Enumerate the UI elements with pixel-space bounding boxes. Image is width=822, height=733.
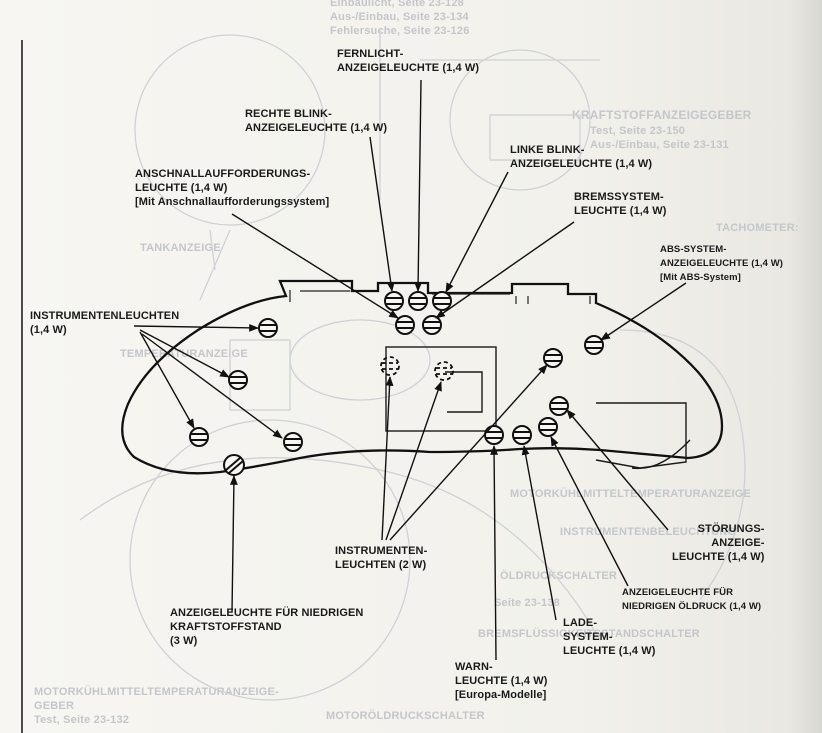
bulb: [408, 291, 428, 311]
bulb: [380, 356, 400, 376]
bulb: [432, 291, 452, 311]
bulb: [484, 425, 504, 445]
ghost-text: Seite 23-138: [494, 597, 560, 609]
bulbs: [189, 291, 604, 476]
cluster-housing: [121, 279, 724, 475]
label-instrumentenleuchten-center: INSTRUMENTEN-LEUCHTEN (2 W): [335, 545, 428, 571]
ghost-text: TEMPERATURANZEIGE: [120, 348, 248, 360]
label-abs: ABS-SYSTEM-ANZEIGELEUCHTE (1,4 W)[Mit AB…: [660, 244, 784, 283]
ghost-text: Test, Seite 23-150: [590, 125, 686, 137]
leader-lines: [133, 79, 687, 661]
bulb: [223, 454, 245, 476]
bulb: [434, 361, 454, 381]
ghost-text: TACHOMETER:: [716, 222, 799, 234]
bulb: [538, 417, 558, 437]
bulb: [584, 335, 604, 355]
label-stoerung: STÖRUNGS-ANZEIGE-LEUCHTE (1,4 W): [672, 523, 765, 563]
bulb: [258, 318, 278, 338]
bulb: [543, 348, 563, 368]
ghost-text: ÖLDRUCKSCHALTER: [500, 570, 618, 582]
label-linke-blink: LINKE BLINK-ANZEIGELEUCHTE (1,4 W): [510, 144, 653, 170]
ghost-text: MOTORÖLDRUCKSCHALTER: [326, 710, 485, 722]
ghost-drawing: [79, 30, 746, 701]
label-warn: WARN-LEUCHTE (1,4 W)[Europa-Modelle]: [455, 661, 548, 701]
bulb: [512, 425, 532, 445]
label-anschnall: ANSCHNALLAUFFORDERUNGS-LEUCHTE (1,4 W)[M…: [135, 168, 330, 208]
bulb: [228, 370, 248, 390]
ghost-text: INSTRUMENTENBELEUCHTUNG: [560, 526, 737, 538]
label-fernlicht: FERNLICHT-ANZEIGELEUCHTE (1,4 W): [337, 48, 480, 74]
ghost-text: BREMSFLÜSSIGKEITSSTANDSCHALTER: [478, 628, 700, 640]
ghost-text: Einbaulicht, Seite 23-128: [330, 0, 464, 9]
label-lade: LADE-SYSTEM-LEUCHTE (1,4 W): [563, 617, 656, 657]
ghost-text: Fehlersuche, Seite 23-126: [330, 25, 470, 37]
ghost-text: Aus-/Einbau, Seite 23-131: [590, 139, 729, 151]
bulb: [395, 315, 415, 335]
ghost-text: Test, Seite 23-132: [34, 714, 130, 726]
bulb: [283, 432, 303, 452]
bulb: [384, 291, 404, 311]
label-bremssystem: BREMSSYSTEM-LEUCHTE (1,4 W): [574, 191, 667, 217]
label-rechte-blink: RECHTE BLINK-ANZEIGELEUCHTE (1,4 W): [245, 108, 388, 134]
ghost-text: Aus-/Einbau, Seite 23-134: [330, 11, 469, 23]
ghost-text: KRAFTSTOFFANZEIGEGEBER: [572, 108, 752, 122]
ghost-text: TANKANZEIGE: [140, 242, 221, 254]
label-instrumentenleuchten-left: INSTRUMENTENLEUCHTEN(1,4 W): [30, 310, 180, 336]
inner-boxes: [385, 346, 691, 470]
bulb: [189, 427, 209, 447]
bulb: [422, 315, 442, 335]
bulb: [549, 396, 569, 416]
ghost-text: MOTORKÜHLMITTELTEMPERATURANZEIGE-: [34, 686, 279, 698]
ghost-text: GEBER: [34, 700, 75, 712]
bulbs-dashed: [380, 356, 454, 381]
ghost-text: MOTORKÜHLMITTELTEMPERATURANZEIGE: [510, 488, 752, 500]
